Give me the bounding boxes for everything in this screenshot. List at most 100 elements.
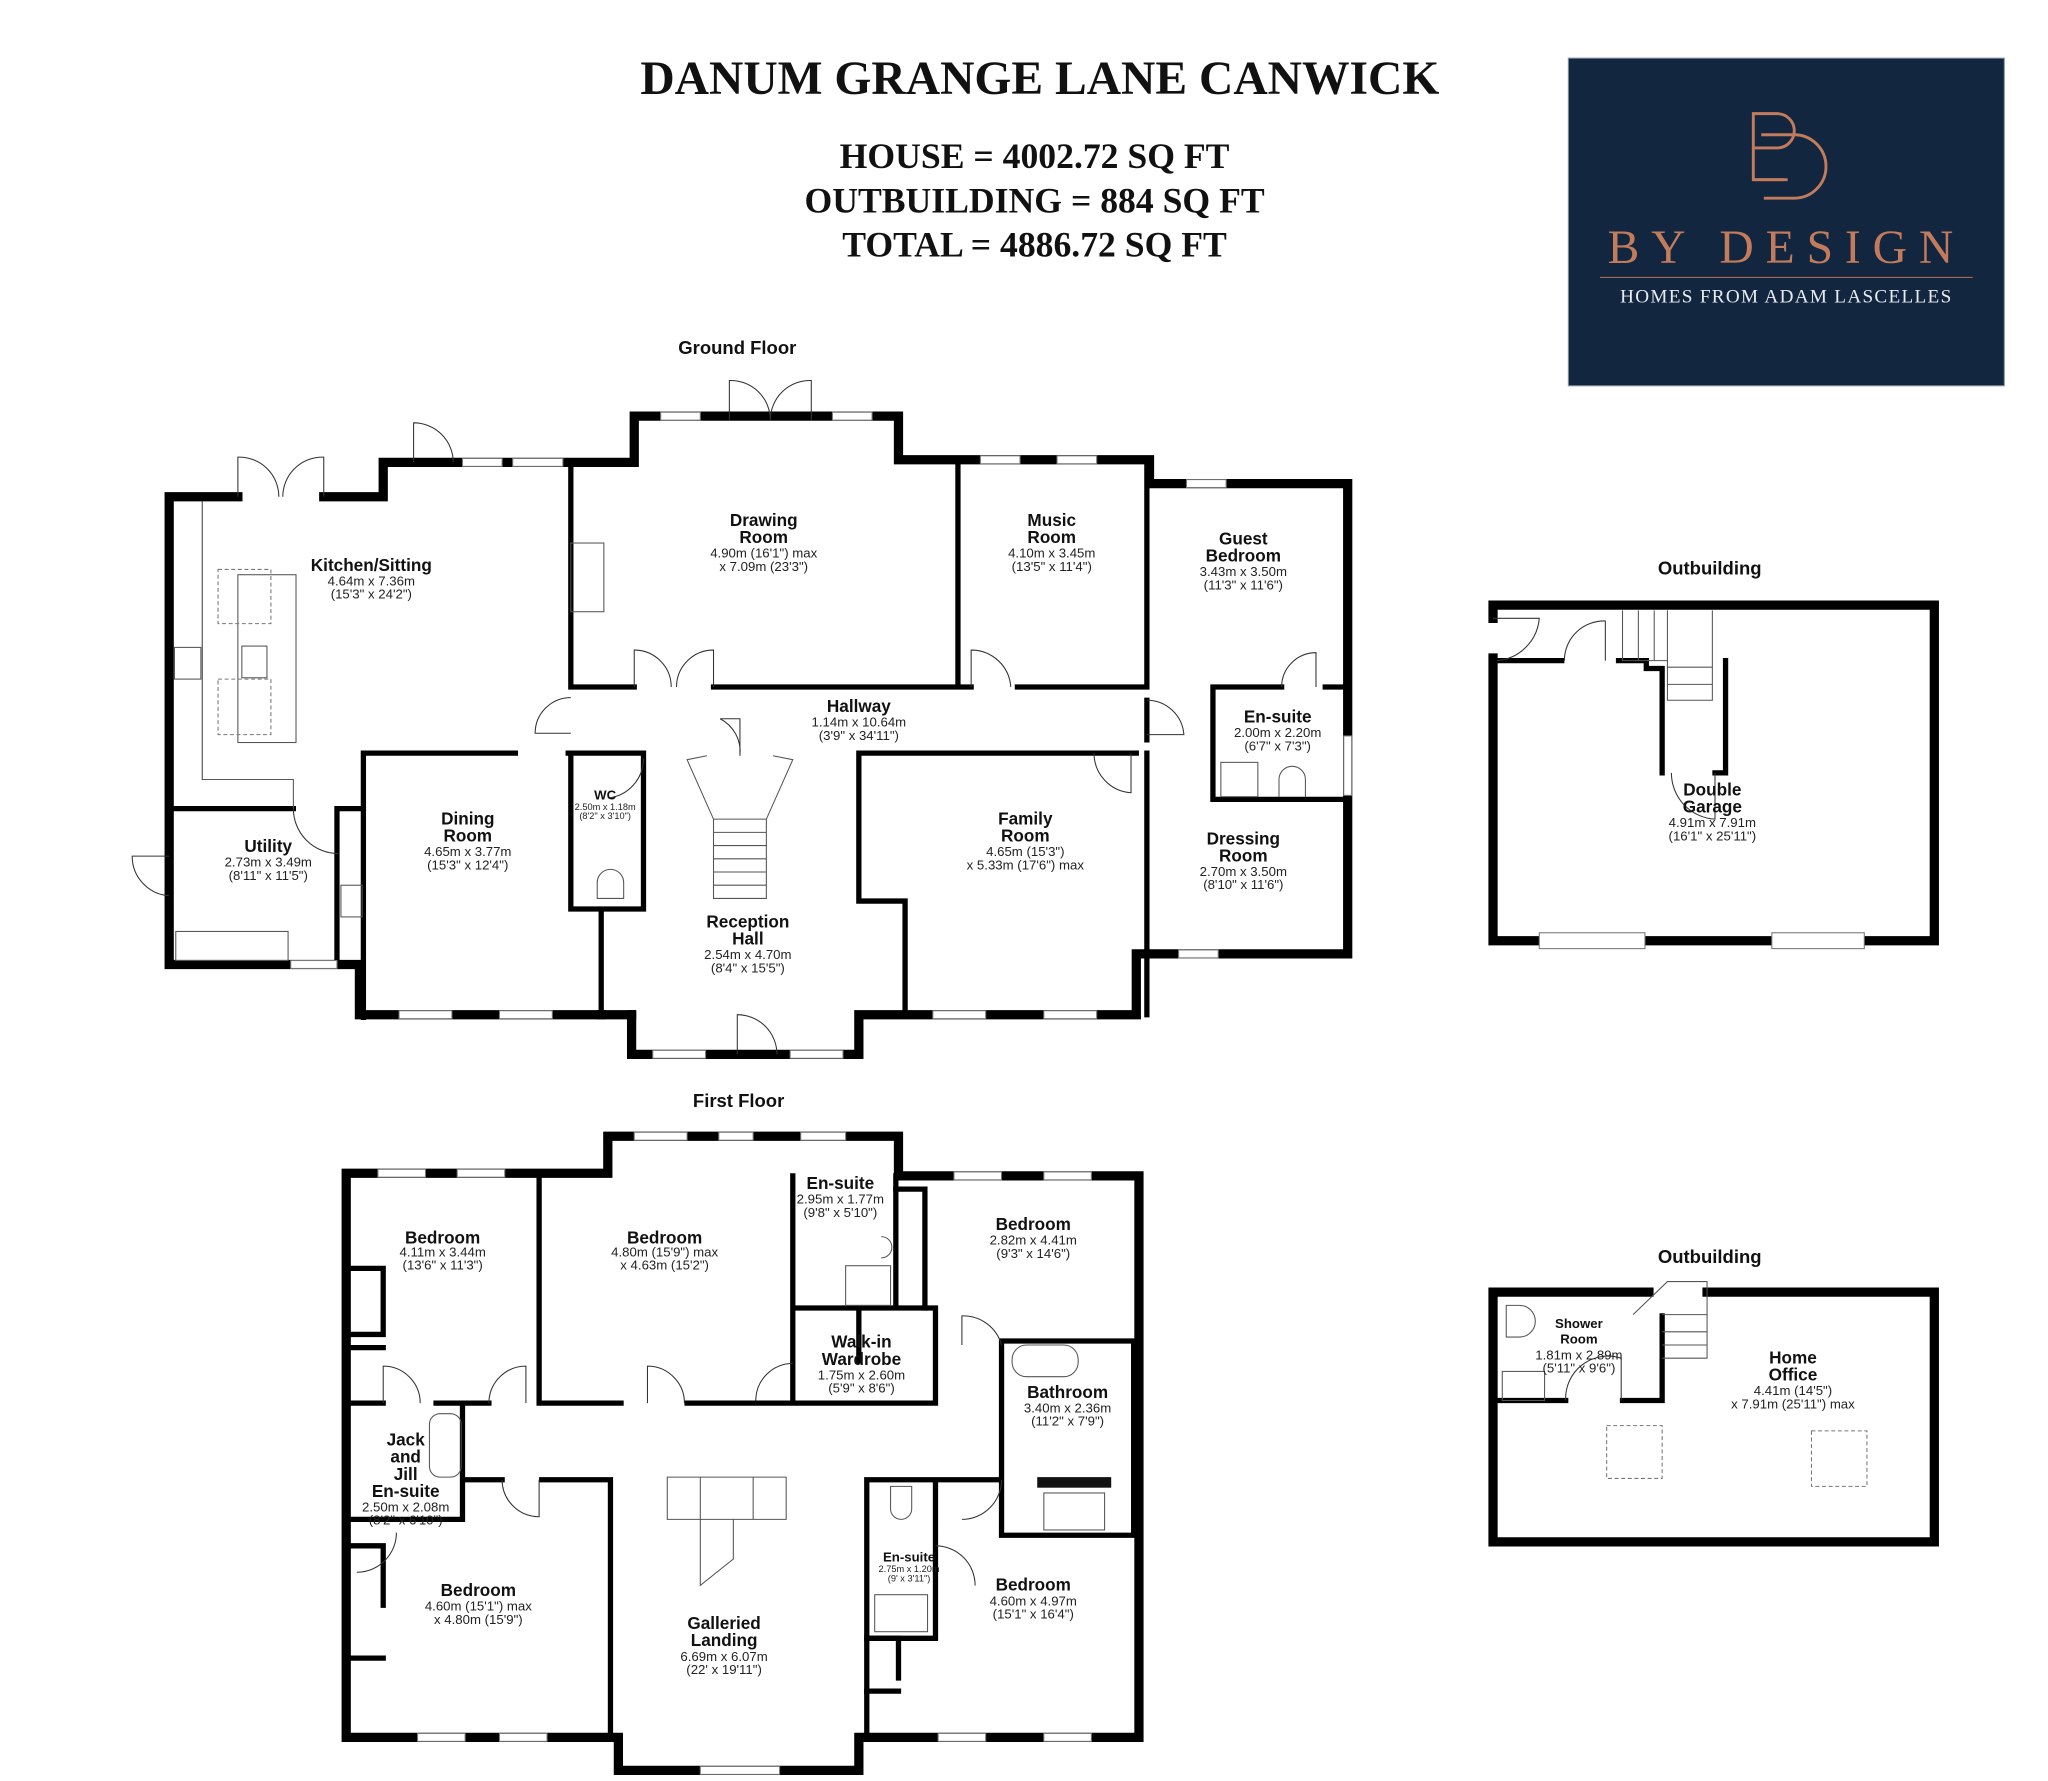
svg-text:(6'7" x 7'3"): (6'7" x 7'3") bbox=[1244, 738, 1311, 753]
svg-text:Bedroom: Bedroom bbox=[1206, 546, 1281, 566]
svg-text:En-suite: En-suite bbox=[1244, 707, 1312, 727]
svg-text:(15'3" x 12'4"): (15'3" x 12'4") bbox=[427, 857, 508, 872]
svg-text:x 7.09m (23'3"): x 7.09m (23'3") bbox=[719, 559, 808, 574]
logo-brand: BY DESIGN bbox=[1608, 222, 1966, 274]
first-doors bbox=[356, 1315, 1003, 1586]
svg-text:Double: Double bbox=[1683, 779, 1741, 799]
outbuilding-ground-label: Outbuilding bbox=[1658, 558, 1762, 579]
svg-text:(22' x 19'11"): (22' x 19'11") bbox=[686, 1662, 762, 1677]
outbuilding-first-label: Outbuilding bbox=[1658, 1246, 1762, 1267]
outbuilding-area: OUTBUILDING = 884 SQ FT bbox=[804, 181, 1264, 221]
svg-text:(16'1" x 25'11"): (16'1" x 25'11") bbox=[1669, 828, 1757, 843]
svg-text:2.75m x 1.20m: 2.75m x 1.20m bbox=[879, 1564, 940, 1574]
svg-text:Bathroom: Bathroom bbox=[1027, 1382, 1108, 1402]
svg-text:Drawing: Drawing bbox=[730, 510, 798, 530]
svg-text:2.95m x 1.77m: 2.95m x 1.77m bbox=[797, 1192, 884, 1207]
svg-text:(3'9" x 34'11"): (3'9" x 34'11") bbox=[819, 728, 899, 743]
svg-text:Shower: Shower bbox=[1555, 1316, 1603, 1331]
svg-text:2.00m x 2.20m: 2.00m x 2.20m bbox=[1234, 725, 1321, 740]
svg-text:2.82m x 4.41m: 2.82m x 4.41m bbox=[990, 1233, 1077, 1248]
gallery-staircase-icon bbox=[666, 1476, 787, 1587]
svg-text:2.73m x 3.49m: 2.73m x 3.49m bbox=[225, 855, 312, 870]
svg-text:Bedroom: Bedroom bbox=[996, 1214, 1071, 1234]
svg-text:4.91m x 7.91m: 4.91m x 7.91m bbox=[1669, 815, 1756, 830]
bath-icon bbox=[428, 1413, 462, 1478]
svg-text:4.65m x 3.77m: 4.65m x 3.77m bbox=[424, 844, 511, 859]
svg-text:4.41m (14'5"): 4.41m (14'5") bbox=[1754, 1383, 1832, 1398]
svg-text:4.10m x 3.45m: 4.10m x 3.45m bbox=[1008, 546, 1095, 561]
svg-text:En-suite: En-suite bbox=[807, 1173, 875, 1193]
svg-text:(8'2" x 6'10"): (8'2" x 6'10") bbox=[369, 1513, 443, 1528]
svg-text:4.11m x 3.44m: 4.11m x 3.44m bbox=[399, 1244, 485, 1259]
svg-text:(9'3" x 14'6"): (9'3" x 14'6") bbox=[996, 1246, 1070, 1261]
freestanding-bath-icon bbox=[1011, 1344, 1079, 1378]
svg-text:Wardrobe: Wardrobe bbox=[822, 1349, 901, 1369]
header: DANUM GRANGE LANE CANWICK HOUSE = 4002.7… bbox=[640, 53, 1439, 265]
svg-text:Dressing: Dressing bbox=[1207, 828, 1280, 848]
by-design-logo: BY DESIGN HOMES FROM ADAM LASCELLES bbox=[1567, 57, 2005, 387]
svg-text:2.54m x 4.70m: 2.54m x 4.70m bbox=[704, 947, 791, 962]
svg-text:(8'4" x 15'5"): (8'4" x 15'5") bbox=[711, 960, 785, 975]
svg-text:(15'1" x 16'4"): (15'1" x 16'4") bbox=[993, 1606, 1074, 1621]
svg-text:2.70m x 3.50m: 2.70m x 3.50m bbox=[1200, 864, 1287, 879]
svg-text:x 5.33m (17'6") max: x 5.33m (17'6") max bbox=[967, 857, 1085, 872]
svg-text:Room: Room bbox=[1560, 1332, 1597, 1347]
svg-text:x 4.63m (15'2"): x 4.63m (15'2") bbox=[620, 1258, 709, 1273]
svg-text:Dining: Dining bbox=[441, 808, 494, 828]
svg-text:(8'11" x 11'5"): (8'11" x 11'5") bbox=[229, 868, 308, 883]
total-area: TOTAL = 4886.72 SQ FT bbox=[842, 224, 1227, 264]
hob-icon bbox=[173, 646, 202, 680]
svg-text:4.80m (15'9") max: 4.80m (15'9") max bbox=[611, 1244, 718, 1259]
shower-icon bbox=[1220, 761, 1259, 798]
svg-text:1.14m x 10.64m: 1.14m x 10.64m bbox=[812, 715, 907, 730]
logo-tagline: HOMES FROM ADAM LASCELLES bbox=[1620, 287, 1952, 308]
toilet-icon bbox=[1505, 1304, 1536, 1338]
svg-text:Reception: Reception bbox=[706, 911, 789, 931]
svg-text:x 7.91m (25'11") max: x 7.91m (25'11") max bbox=[1731, 1396, 1855, 1411]
ground-floor-label: Ground Floor bbox=[678, 337, 796, 358]
shower-icon bbox=[1043, 1492, 1106, 1531]
svg-text:4.60m x 4.97m: 4.60m x 4.97m bbox=[990, 1593, 1077, 1608]
ground-windows bbox=[290, 411, 1353, 1059]
svg-text:(11'2" x 7'9"): (11'2" x 7'9") bbox=[1031, 1414, 1104, 1429]
svg-text:Hallway: Hallway bbox=[827, 696, 891, 716]
svg-text:WC: WC bbox=[594, 787, 616, 802]
svg-text:x 4.80m (15'9"): x 4.80m (15'9") bbox=[434, 1612, 523, 1627]
svg-text:Bedroom: Bedroom bbox=[627, 1227, 702, 1247]
svg-text:En-suite: En-suite bbox=[883, 1550, 935, 1565]
svg-text:(8'10" x 11'6"): (8'10" x 11'6") bbox=[1203, 877, 1283, 892]
svg-text:(8'2" x 3'10"): (8'2" x 3'10") bbox=[579, 811, 631, 821]
svg-text:2.50m x 2.08m: 2.50m x 2.08m bbox=[362, 1499, 449, 1514]
ground-doors bbox=[131, 379, 1317, 1055]
svg-text:En-suite: En-suite bbox=[372, 1481, 440, 1501]
svg-text:Hall: Hall bbox=[732, 929, 763, 949]
svg-text:4.65m (15'3"): 4.65m (15'3") bbox=[986, 844, 1064, 859]
svg-text:3.43m x 3.50m: 3.43m x 3.50m bbox=[1200, 564, 1287, 579]
svg-text:(13'5" x 11'4"): (13'5" x 11'4") bbox=[1012, 559, 1092, 574]
svg-text:Room: Room bbox=[1219, 845, 1268, 865]
svg-text:Office: Office bbox=[1769, 1365, 1818, 1385]
svg-text:(5'9" x 8'6"): (5'9" x 8'6") bbox=[828, 1381, 895, 1396]
svg-text:Garage: Garage bbox=[1683, 797, 1742, 817]
svg-text:Room: Room bbox=[443, 826, 492, 846]
